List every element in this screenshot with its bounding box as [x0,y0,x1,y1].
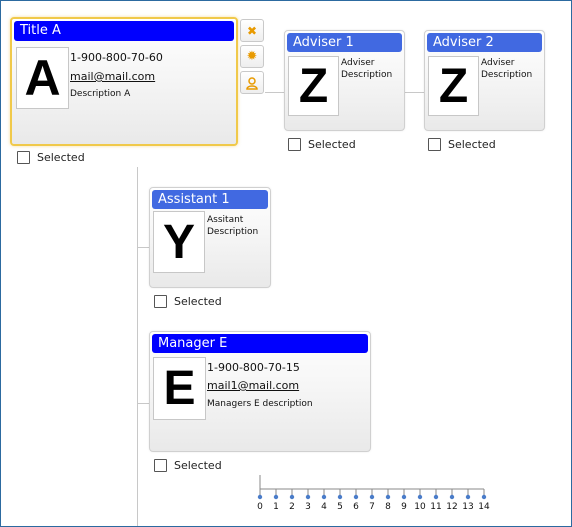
card-description: Managers E description [207,399,313,409]
email-link[interactable]: mail@mail.com [70,70,156,83]
connector-trunk [137,167,138,526]
card-title-bar: Manager E [152,334,368,353]
slider-tick-dot[interactable] [257,494,263,500]
card-title-bar: Title A [14,21,234,41]
close-icon: ✖ [246,23,258,38]
checkbox[interactable] [288,137,301,151]
slider-tick-label: 7 [369,502,375,512]
card-title-bar: Adviser 2 [427,33,542,52]
slider-tick-label: 5 [337,502,343,512]
slider-tick-dot[interactable] [449,494,455,500]
slider-tick-label: 8 [385,502,391,512]
slider-tick-dot[interactable] [385,494,391,500]
slider-tick-dot[interactable] [321,494,327,500]
card-description: Assitant Description [207,215,259,237]
selected-label: Selected [448,137,496,151]
checkbox[interactable] [17,150,30,164]
connector-a-to-adviser1 [265,92,285,93]
connector-to-managerE [137,403,150,404]
card-description: Adviser Description [481,58,533,80]
connector-to-assistant1 [137,247,150,248]
selected-label: Selected [308,137,356,151]
slider-tick-dot[interactable] [433,494,439,500]
selected-checkbox-adviser-2[interactable]: Selected [428,137,496,151]
remove-button[interactable]: ✖ [240,19,264,42]
slider-tick-dot[interactable] [273,494,279,500]
selected-checkbox-a[interactable]: Selected [17,150,85,164]
selected-checkbox-assistant-1[interactable]: Selected [154,294,222,308]
phone-number: 1-900-800-70-15 [207,361,300,374]
settings-button[interactable]: ✹ [240,45,264,68]
slider-tick-dot[interactable] [305,494,311,500]
card-adviser-2[interactable]: Adviser 2 Z Adviser Description [424,30,545,131]
slider-tick-label: 10 [414,502,426,512]
photo-letter-e: E [153,357,206,420]
slider-tick-dot[interactable] [337,494,343,500]
card-description: Adviser Description [341,58,393,80]
gear-icon: ✹ [246,49,258,64]
slider-tick-label: 4 [321,502,327,512]
photo-letter-y: Y [153,211,205,273]
checkbox[interactable] [428,137,441,151]
card-title-a[interactable]: Title A A 1-900-800-70-60 mail@mail.com … [10,17,238,146]
user-button[interactable] [240,71,264,94]
card-manager-e[interactable]: Manager E E 1-900-800-70-15 mail1@mail.c… [149,331,371,452]
slider-tick-label: 2 [289,502,295,512]
selected-checkbox-adviser-1[interactable]: Selected [288,137,356,151]
card-description: Description A [70,89,131,99]
slider-tick-dot[interactable] [353,494,359,500]
slider-tick-dot[interactable] [369,494,375,500]
slider-tick-label: 11 [430,502,441,512]
user-icon [246,76,258,90]
selected-checkbox-manager-e[interactable]: Selected [154,458,222,472]
selected-label: Selected [174,458,222,472]
slider-tick-dot[interactable] [481,494,487,500]
slider-tick-dot[interactable] [465,494,471,500]
phone-number: 1-900-800-70-60 [70,51,163,64]
photo-letter-z: Z [428,56,479,116]
slider-tick-label: 0 [257,502,263,512]
slider-tick-label: 9 [401,502,407,512]
photo-letter-a: A [16,47,69,109]
card-title-bar: Adviser 1 [287,33,402,52]
slider-tick-dot[interactable] [289,494,295,500]
slider-tick-dot[interactable] [401,494,407,500]
card-title-bar: Assistant 1 [152,190,268,209]
selected-label: Selected [37,150,85,164]
checkbox[interactable] [154,294,167,308]
slider-tick-label: 1 [273,502,279,512]
card-adviser-1[interactable]: Adviser 1 Z Adviser Description [284,30,405,131]
checkbox[interactable] [154,458,167,472]
slider-tick-label: 13 [462,502,473,512]
email-link[interactable]: mail1@mail.com [207,379,300,392]
photo-letter-z: Z [288,56,339,116]
slider-tick-label: 6 [353,502,359,512]
slider-tick-label: 12 [446,502,457,512]
slider-tick-label: 14 [478,502,490,512]
card-assistant-1[interactable]: Assistant 1 Y Assitant Description [149,187,271,288]
selected-label: Selected [174,294,222,308]
slider-tick-dot[interactable] [417,494,423,500]
connector-adviser1-to-adviser2 [404,92,425,93]
slider-tick-label: 3 [305,502,311,512]
